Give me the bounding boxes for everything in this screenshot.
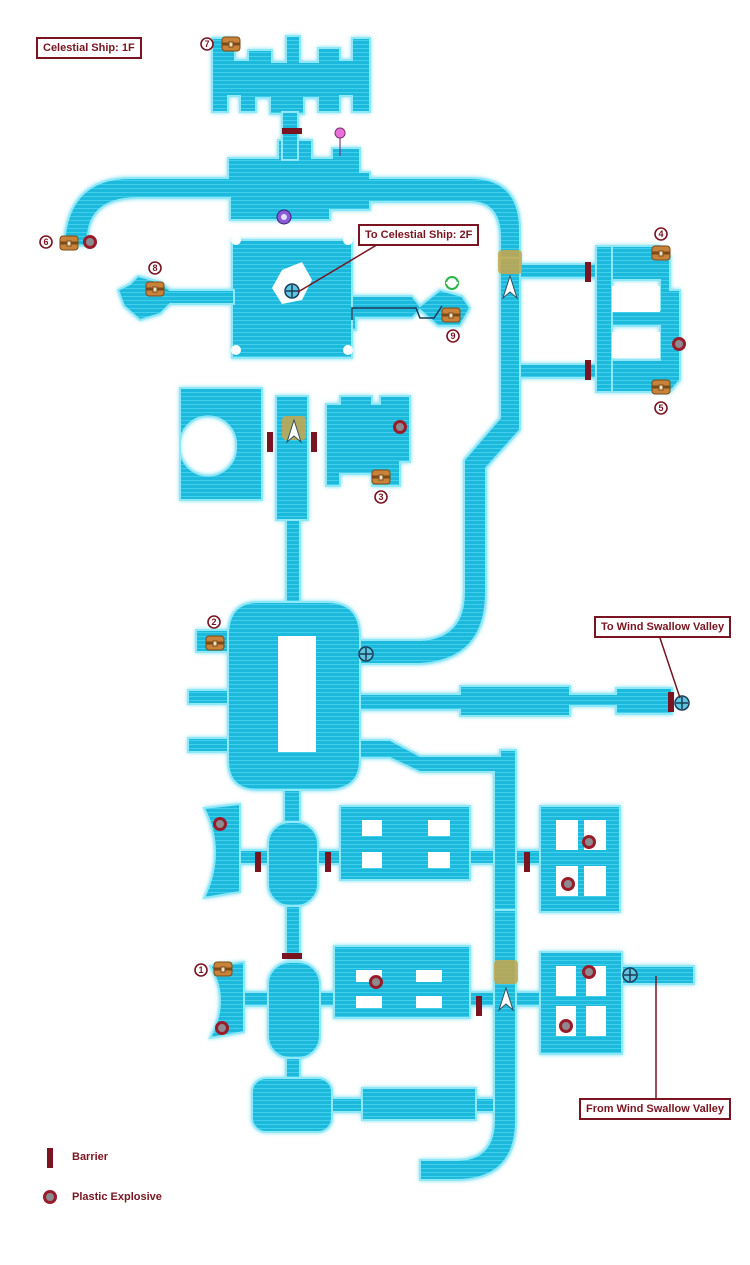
chest-number-9: 9 xyxy=(446,329,460,343)
explosives xyxy=(83,235,686,1035)
chest-icon xyxy=(441,307,461,323)
explosive-icon xyxy=(559,1019,573,1033)
chest-icon xyxy=(145,281,165,297)
svg-text:1: 1 xyxy=(198,965,203,975)
barrier-icon xyxy=(282,128,302,134)
svg-text:3: 3 xyxy=(378,492,383,502)
chest-number-5: 5 xyxy=(654,401,668,415)
map-floor xyxy=(62,35,695,1181)
arrow-icon xyxy=(501,274,519,300)
svg-text:9: 9 xyxy=(450,331,455,341)
map-pin-icon xyxy=(334,127,346,157)
explosive-icon xyxy=(582,835,596,849)
chest-icon xyxy=(213,961,233,977)
barrier-icon xyxy=(267,432,273,452)
explosive-icon xyxy=(582,965,596,979)
exit-icon xyxy=(358,646,374,662)
chest-number-2: 2 xyxy=(207,615,221,629)
stairs-icon xyxy=(284,283,300,299)
callout-lines xyxy=(297,242,681,1100)
chest-icon xyxy=(651,245,671,261)
chest-icon xyxy=(651,379,671,395)
chest-icon xyxy=(59,235,79,251)
explosive-icon xyxy=(561,877,575,891)
map-title: Celestial Ship: 1F xyxy=(36,37,142,59)
arrow-icon xyxy=(497,986,515,1012)
chest-number-8: 8 xyxy=(148,261,162,275)
explosive-icon xyxy=(215,1021,229,1035)
chest-numbers: 7 6 8 9 4 5 3 2 1 xyxy=(39,37,668,977)
save-point-icon xyxy=(445,276,459,290)
callout-to-2f: To Celestial Ship: 2F xyxy=(358,224,480,246)
legend-explosive-label: Plastic Explosive xyxy=(72,1191,162,1203)
callout-to-valley: To Wind Swallow Valley xyxy=(594,616,732,638)
explosive-icon xyxy=(369,975,383,989)
svg-text:4: 4 xyxy=(658,229,663,239)
arrow-icon xyxy=(285,418,303,444)
chest-icon xyxy=(221,36,241,52)
exit-markers xyxy=(284,283,690,983)
chest-icon xyxy=(205,635,225,651)
legend-barrier-label: Barrier xyxy=(72,1151,109,1163)
explosive-icon xyxy=(393,420,407,434)
barrier-icon xyxy=(325,852,331,872)
chest-number-3: 3 xyxy=(374,490,388,504)
chest-number-7: 7 xyxy=(200,37,214,51)
chest-number-4: 4 xyxy=(654,227,668,241)
legend-explosive-swatch xyxy=(43,1190,57,1204)
svg-text:2: 2 xyxy=(211,617,216,627)
explosive-icon xyxy=(672,337,686,351)
exit-icon xyxy=(622,967,638,983)
barrier-icon xyxy=(311,432,317,452)
svg-text:5: 5 xyxy=(658,403,663,413)
exit-icon xyxy=(674,695,690,711)
explosive-icon xyxy=(213,817,227,831)
barriers xyxy=(255,128,674,1016)
arrow-glows xyxy=(282,250,522,984)
barrier-icon xyxy=(282,953,302,959)
barrier-icon xyxy=(476,996,482,1016)
explosive-icon xyxy=(83,235,97,249)
chest-icon xyxy=(371,469,391,485)
chests xyxy=(59,36,671,977)
svg-text:8: 8 xyxy=(152,263,157,273)
direction-arrow-icons xyxy=(285,274,519,1012)
svg-text:6: 6 xyxy=(43,237,48,247)
callout-from-valley: From Wind Swallow Valley xyxy=(579,1098,732,1120)
warp-marker-icon xyxy=(276,209,292,225)
chest-number-6: 6 xyxy=(39,235,53,249)
svg-text:7: 7 xyxy=(204,39,209,49)
barrier-icon xyxy=(668,692,674,712)
map-voids xyxy=(231,235,660,1036)
barrier-icon xyxy=(585,262,591,282)
chest-number-1: 1 xyxy=(194,963,208,977)
path-line xyxy=(351,305,443,320)
legend-barrier-swatch xyxy=(47,1148,53,1168)
barrier-icon xyxy=(585,360,591,380)
legend-swatches xyxy=(43,1148,57,1204)
barrier-icon xyxy=(255,852,261,872)
barrier-icon xyxy=(524,852,530,872)
